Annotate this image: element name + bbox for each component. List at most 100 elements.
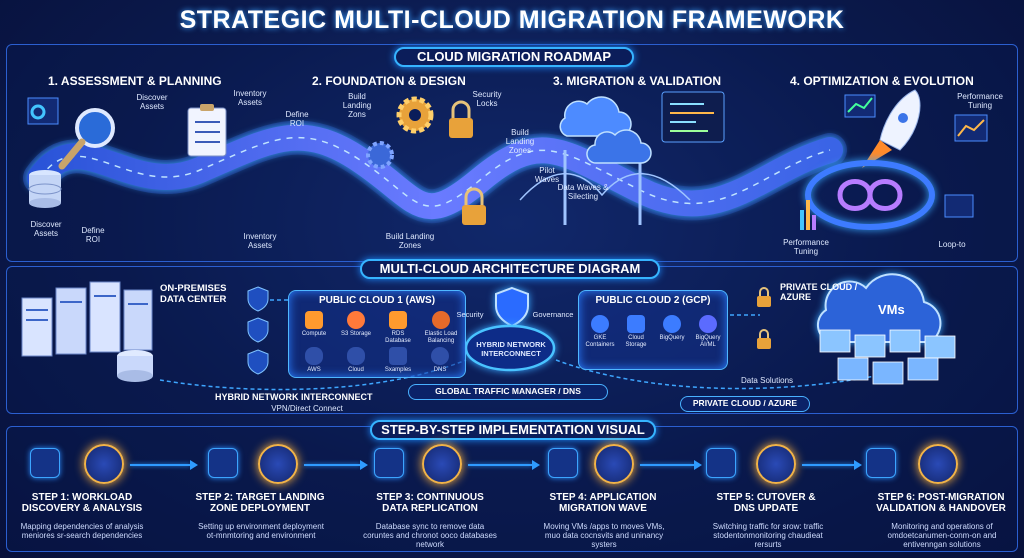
step-5-desc: Switching traffic for srow: traffic stod… [712,522,824,549]
label-inventory-assets-bottom: Inventory Assets [243,232,277,250]
architecture-header: MULTI-CLOUD ARCHITECTURE DIAGRAM [360,259,660,279]
hub-label: HYBRID NETWORK INTERCONNECT [476,340,546,358]
roadmap-header: CLOUD MIGRATION ROADMAP [394,47,634,67]
ai-brain-icon [699,315,717,333]
aws-service-aws: AWS [295,347,333,374]
label-build-landing-zones-top: Build Landing Zons [342,92,372,119]
gcp-service-bigquery: BigQuery [655,315,689,342]
arrow-1-head [190,460,198,470]
cloud-icon [347,347,365,365]
implementation-section [6,426,1018,552]
step-5-title: STEP 5: CUTOVER & DNS UPDATE [716,492,816,514]
step-3-title: STEP 3: CONTINUOUS DATA REPLICATION [376,492,484,514]
server-rack-icon [21,281,153,382]
aws-service-elb: Elastic Load Balancing [419,311,463,345]
step-5-globe-icon [756,444,796,484]
step-4-monitor-icon [594,444,634,484]
chart-panel-icon [27,94,988,230]
compute-icon [305,311,323,329]
step-6-title: STEP 6: POST-MIGRATION VALIDATION & HAND… [876,492,1006,514]
label-discover-assets-top: Discover Assets [136,93,168,111]
step-1-desc: Mapping dependencies of analysis meniore… [20,522,144,540]
label-security-locks: Security Locks [472,90,502,108]
container-icon [591,315,609,333]
gcp-service-gke: GKE Containers [583,315,617,349]
arrow-4-head [694,460,702,470]
step-3-sync-icon [374,448,404,478]
step-2-layers-icon [258,444,298,484]
architecture-illustration [21,273,956,391]
aws-service-examples: Sxamples [379,347,417,374]
label-build-landing-zones-bottom: Build Landing Zones [385,232,435,250]
hybrid-bottom-label: HYBRID NETWORK INTERCONNECT [215,392,373,402]
label-loop-to: Loop-to [938,240,966,249]
cloud-icon [559,96,652,164]
step-1-magnifier-icon [84,444,124,484]
clipboard-icon [187,104,227,157]
phase-2-title: 2. FOUNDATION & DESIGN [312,74,466,88]
onprem-label: ON-PREMISES DATA CENTER [160,283,227,305]
arrow-4 [640,464,694,466]
roadmap-illustration [23,89,988,230]
database-icon [28,170,62,208]
arrow-5 [802,464,854,466]
private-bottom-bar: PRIVATE CLOUD / AZURE [680,396,810,412]
lock-icon [757,287,771,349]
arrow-2-head [360,460,368,470]
label-define-roi-top: Define ROI [285,110,309,128]
aws-service-compute: Compute [295,311,333,338]
arrow-2 [304,464,360,466]
aws-service-cloud: Cloud [337,347,375,374]
arrow-3 [468,464,532,466]
step-1-title: STEP 1: WORKLOAD DISCOVERY & ANALYSIS [21,492,143,514]
gear-icon [366,96,434,169]
storage-icon [627,315,645,333]
aws-service-rds: RDS Database [379,311,417,345]
step-4-title: STEP 4: APPLICATION MIGRATION WAVE [549,492,657,514]
phase-3-title: 3. MIGRATION & VALIDATION [553,74,721,88]
aws-service-dns: DNS [421,347,459,374]
step-4-desc: Moving VMs /apps to moves VMs, muo data … [543,522,665,549]
step-6-desc: Monitoring and operations of omdoetcanum… [887,522,997,549]
label-build-landing-zones-mid: Build Landing Zones [505,128,535,155]
dns-icon [431,347,449,365]
label-data-waves: Data Waves & Silecting [557,183,609,201]
network-lines [159,299,881,391]
step-2-checklist-icon [208,448,238,478]
security-label: Security [456,310,484,319]
arrow-3-head [532,460,540,470]
step-3-database-icon [422,444,462,484]
step-2-title: STEP 2: TARGET LANDING ZONE DEPLOYMENT [195,492,325,514]
label-inventory-assets-top: Inventory Assets [233,89,267,107]
gcp-cloud-box: PUBLIC CLOUD 2 (GCP) GKE Containers Clou… [578,290,728,370]
cloud-icon [305,347,323,365]
phase-1-title: 1. ASSESSMENT & PLANNING [48,74,222,88]
arrow-1 [130,464,190,466]
bigquery-icon [663,315,681,333]
global-traffic-bar: GLOBAL TRAFFIC MANAGER / DNS [408,384,608,400]
label-performance-tuning-bottom: Performance Tuning [783,238,829,256]
magnifier-icon [58,108,115,170]
implementation-header: STEP-BY-STEP IMPLEMENTATION VISUAL [370,420,656,440]
step-1-report-icon [30,448,60,478]
step-3-desc: Database sync to remove data coruntes an… [363,522,497,549]
label-pilot-waves: Pilot Waves [534,166,560,184]
private-cloud-icon [816,273,956,385]
gcp-service-ai: BigQuery AI/ML [691,315,725,349]
aws-title: PUBLIC CLOUD 1 (AWS) [318,295,436,306]
step-2-desc: Setting up environment deployment ot-mnm… [198,522,324,540]
gcp-service-storage: Cloud Storage [619,315,653,349]
database-icon [389,311,407,329]
phase-4-title: 4. OPTIMIZATION & EVOLUTION [790,74,974,88]
code-monitor-icon [661,91,725,143]
label-performance-tuning-top: Performance Tuning [957,92,1003,110]
lock-icon [449,100,486,225]
page-title: STRATEGIC MULTI-CLOUD MIGRATION FRAMEWOR… [179,6,845,34]
step-6-shield-icon [866,448,896,478]
shield-icon [247,286,529,375]
step-4-cloud-icon [548,448,578,478]
vms-label: VMs [878,302,905,317]
hub-ring [464,324,556,372]
examples-icon [389,347,407,365]
storage-icon [347,311,365,329]
